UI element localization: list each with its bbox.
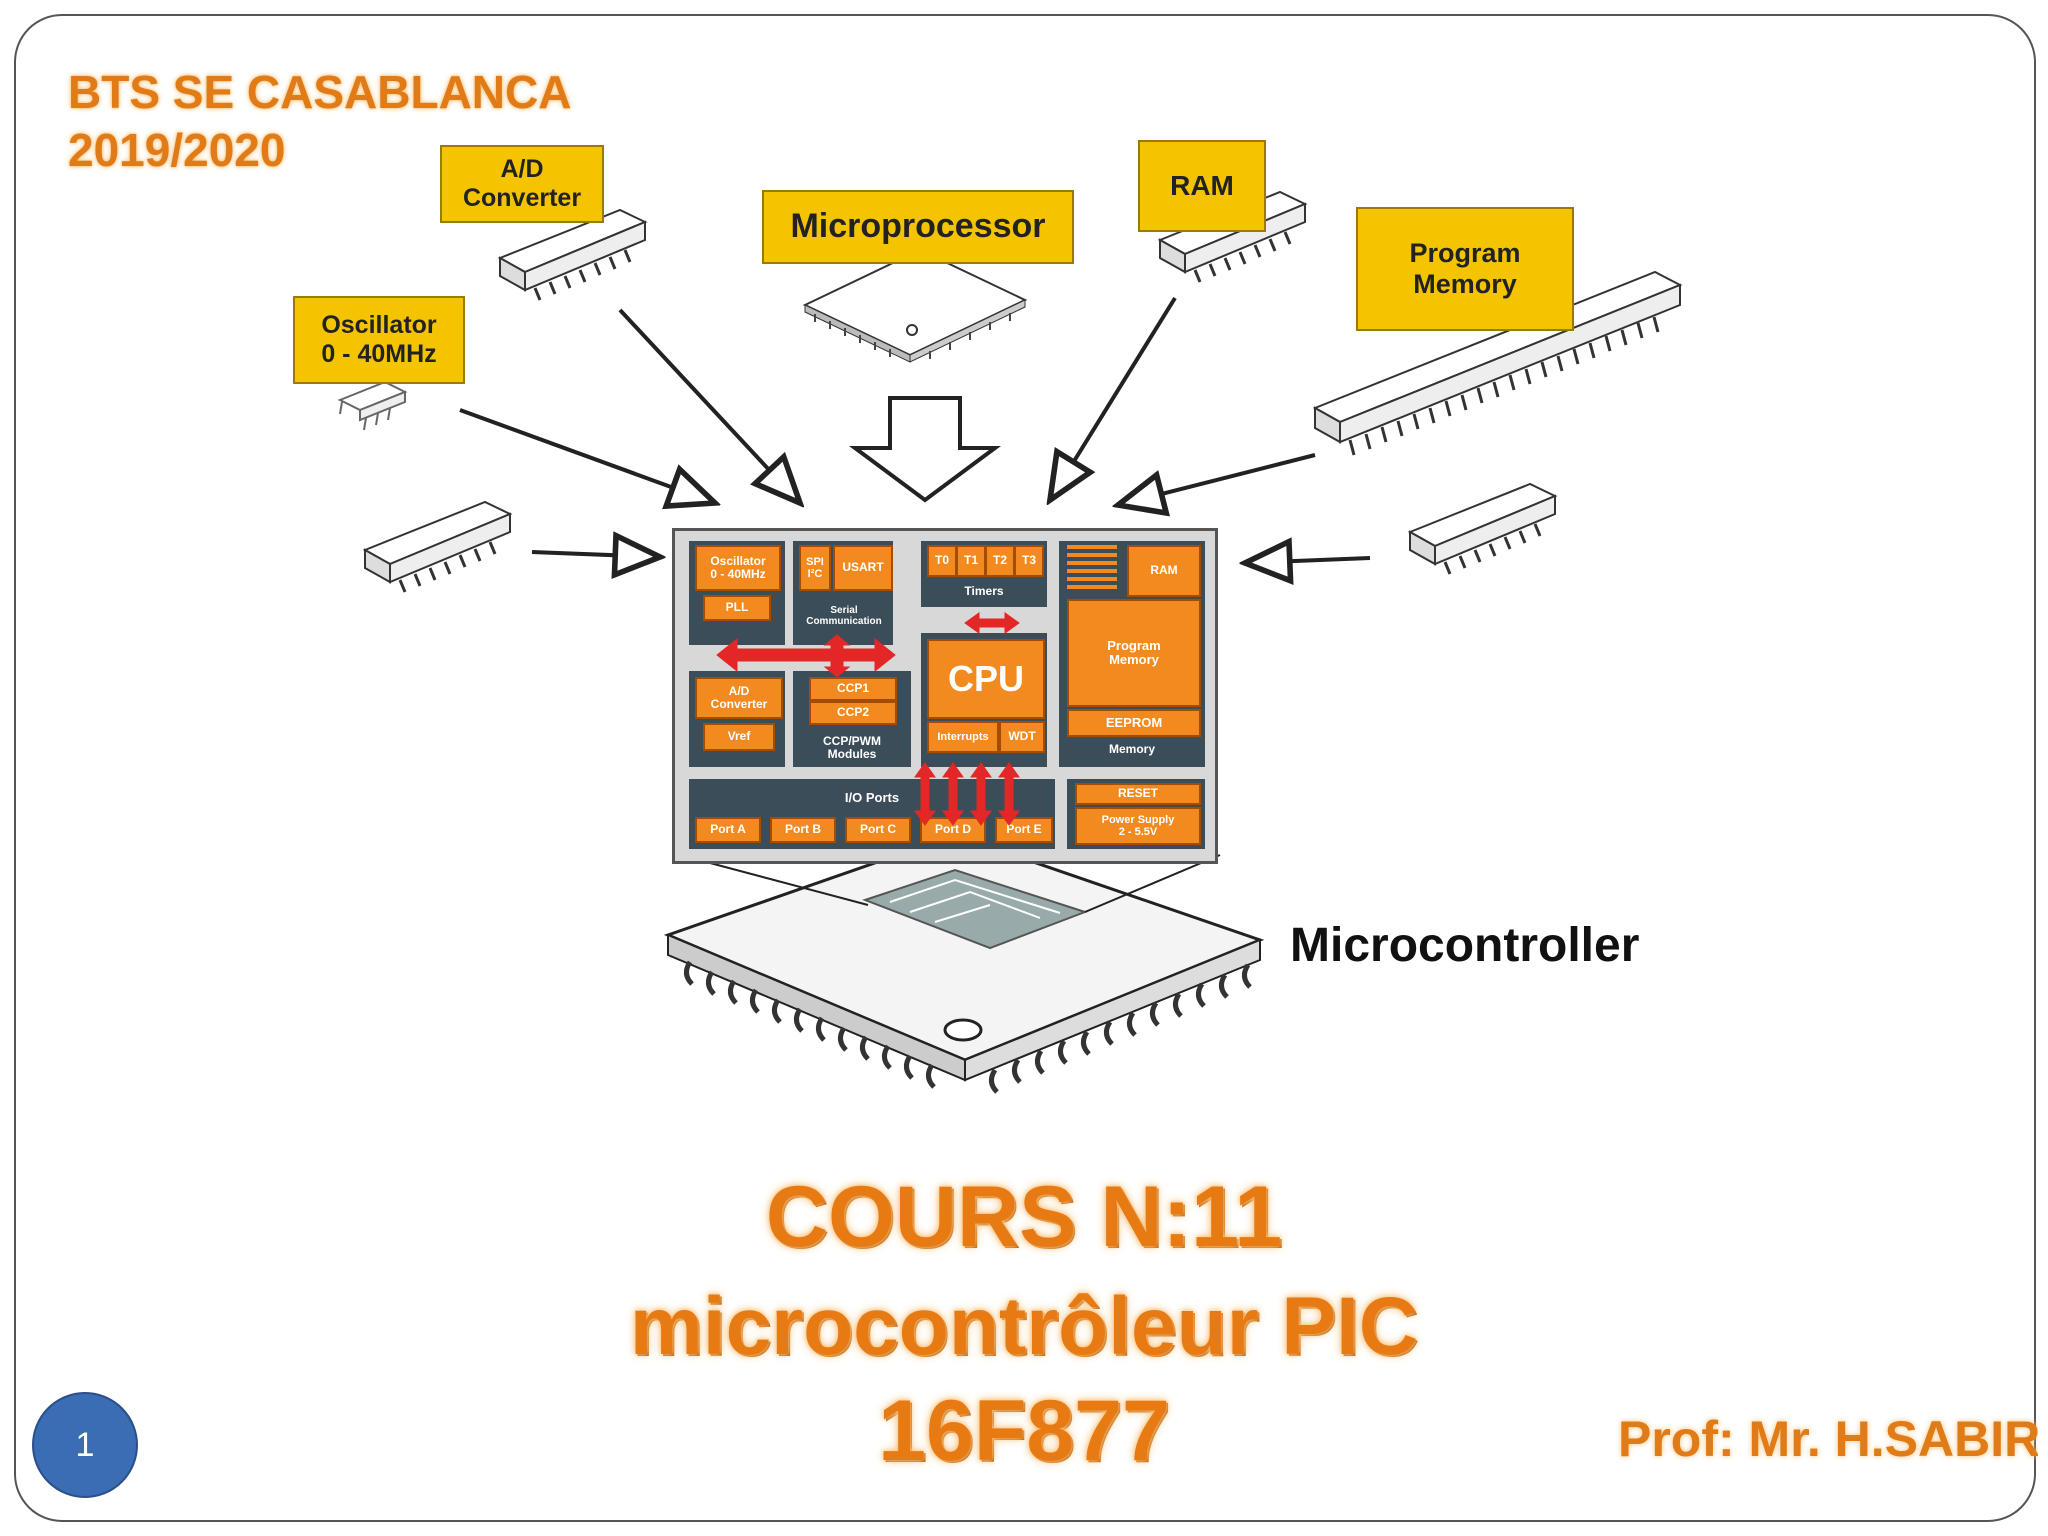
power-supply-block: Power Supply 2 - 5.5V xyxy=(1075,807,1201,845)
program-memory-block: Program Memory xyxy=(1067,599,1201,707)
page-number-badge: 1 xyxy=(32,1392,138,1498)
port-e-block: Port E xyxy=(995,817,1053,843)
ad-converter-label: A/D Converter xyxy=(440,145,604,223)
ccp2-block: CCP2 xyxy=(809,701,897,725)
memory-label: Memory xyxy=(1108,742,1155,756)
ad-block: A/D Converter xyxy=(695,677,783,719)
course-title: microcontrôleur PIC xyxy=(629,1281,1419,1372)
microcontroller-package xyxy=(663,833,1265,1094)
bus-arrows xyxy=(716,612,1020,826)
ccp1-block: CCP1 xyxy=(809,677,897,701)
t2-block: T2 xyxy=(985,545,1015,577)
school-year: 2019/2020 xyxy=(68,124,286,176)
t0-block: T0 xyxy=(927,545,957,577)
course-subtitle: 16F877 xyxy=(878,1383,1170,1479)
osc-block: Oscillator 0 - 40MHz xyxy=(695,545,781,591)
eeprom-block: EEPROM xyxy=(1067,709,1201,737)
timers-label: Timers xyxy=(964,584,1004,598)
ram-block: RAM xyxy=(1127,545,1201,597)
microprocessor-chip xyxy=(802,248,1028,363)
serial-label: Serial Communication xyxy=(806,605,882,627)
io-ports-label: I/O Ports xyxy=(844,790,900,805)
microcontroller-label: Microcontroller xyxy=(1290,919,1640,972)
cpu-block: CPU xyxy=(927,639,1045,719)
school-name: BTS SE CASABLANCA xyxy=(68,66,572,118)
port-b-block: Port B xyxy=(770,817,836,843)
arrows xyxy=(459,296,1371,563)
program-memory-dip-chip xyxy=(1312,270,1683,456)
author-label: Prof: Mr. H.SABIR xyxy=(1618,1411,2038,1467)
interrupts-block: Interrupts xyxy=(927,721,999,753)
t3-block: T3 xyxy=(1014,545,1044,577)
wdt-block: WDT xyxy=(999,721,1045,753)
oscillator-label: Oscillator 0 - 40MHz xyxy=(293,296,465,384)
ram-label: RAM xyxy=(1138,140,1266,232)
reset-block: RESET xyxy=(1075,783,1201,805)
port-a-block: Port A xyxy=(695,817,761,843)
pll-block: PLL xyxy=(703,595,771,621)
vref-block: Vref xyxy=(703,723,775,751)
ccp-label: CCP/PWM Modules xyxy=(823,734,881,762)
course-number: COURS N:11 xyxy=(765,1169,1283,1265)
dip-chip-right xyxy=(1407,482,1558,575)
dip-chip-left xyxy=(362,500,513,593)
small-oscillator-chip xyxy=(337,380,408,431)
port-c-block: Port C xyxy=(845,817,911,843)
program-memory-label: Program Memory xyxy=(1356,207,1574,331)
down-arrow-icon xyxy=(848,396,1002,503)
page-number: 1 xyxy=(75,1425,95,1464)
t1-block: T1 xyxy=(956,545,986,577)
dip-chip-ad xyxy=(497,208,648,301)
usart-block: USART xyxy=(833,545,893,591)
pic-block-diagram: Oscillator 0 - 40MHz PLL SPI I²C USART S… xyxy=(672,528,1218,864)
microprocessor-label: Microprocessor xyxy=(762,190,1074,264)
spi-block: SPI I²C xyxy=(799,545,831,591)
